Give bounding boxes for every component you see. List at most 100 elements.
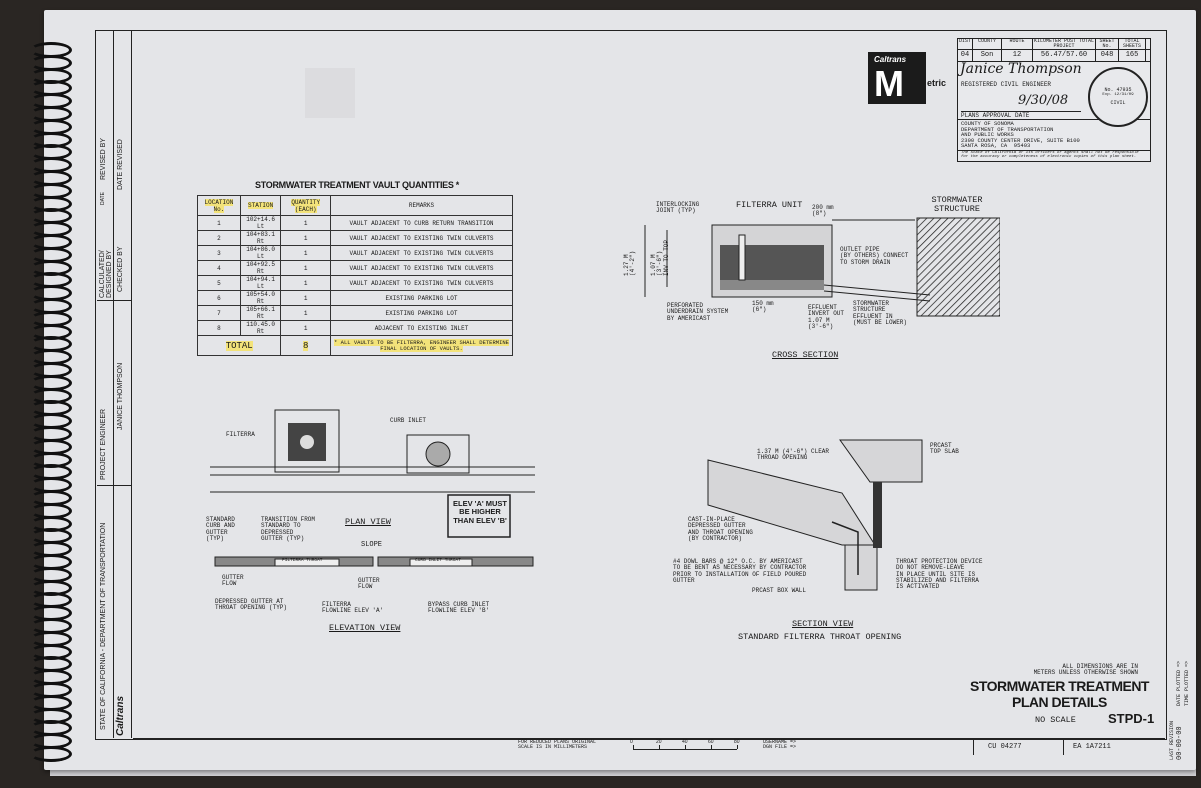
last-revision-date: 00-00-00 xyxy=(1176,726,1184,760)
column-header-text: STATION xyxy=(248,202,274,209)
caltrans-metric-logo: Caltrans M xyxy=(868,52,926,104)
throat-protection-label: THROAT PROTECTION DEVICE DO NOT REMOVE-L… xyxy=(896,558,983,591)
dowel-bars-label: #4 DOWL BARS @ 12" O.C. BY AMERICAST TO … xyxy=(673,558,807,584)
table-cell: 1 xyxy=(280,320,332,336)
logo-m-letter: M xyxy=(874,63,904,104)
table-cell: EXISTING PARKING LOT xyxy=(330,305,513,321)
total-label: TOTAL xyxy=(196,335,282,356)
table-cell: 105+66.1 Rt xyxy=(239,305,282,321)
table-cell: 104+83.1 Rt xyxy=(239,230,282,246)
engineer-signature: Janice Thompson xyxy=(960,61,1082,77)
ghost-logo xyxy=(305,68,355,118)
sheet-id: STPD-1 xyxy=(1108,711,1155,726)
table-cell: VAULT ADJACENT TO EXISTING TWIN CULVERTS xyxy=(330,230,513,246)
depressed-gutter-label: DEPRESSED GUTTER AT THROAT OPENING (TYP) xyxy=(215,598,288,612)
table-cell: 110.45.0 Rt xyxy=(239,320,282,336)
effluent-in-label: STORMWATER STRUCTURE EFFLUENT IN (MUST B… xyxy=(853,300,908,326)
table-cell: VAULT ADJACENT TO EXISTING TWIN CULVERTS xyxy=(330,260,513,276)
column-header: LOCATION No. xyxy=(197,195,241,216)
filterra-throat-label: FILTERRA THROAT xyxy=(282,558,323,563)
table-cell: 8 xyxy=(197,320,241,336)
elevation-view-title: ELEVATION VIEW xyxy=(329,623,401,633)
cross-section-title: CROSS SECTION xyxy=(772,350,839,360)
ruler-tick-label: 60 xyxy=(708,739,714,745)
address-line: AND PUBLIC WORKS xyxy=(961,131,1014,138)
dim-127-label: 1.27 M (4'-2") xyxy=(623,250,637,276)
logo-etric-text: etric xyxy=(927,78,947,88)
ruler-tick xyxy=(633,745,634,749)
filter-media xyxy=(720,245,824,280)
ruler-tick xyxy=(737,745,738,749)
ruler-tick-label: 40 xyxy=(682,739,688,745)
table-cell: 1 xyxy=(280,230,332,246)
address-line: 2300 COUNTY CENTER DRIVE, SUITE B100 xyxy=(961,136,1080,144)
section-view-title: SECTION VIEW xyxy=(792,619,854,629)
date-revised-label: DATE REVISED xyxy=(117,139,124,190)
engineer-label: REGISTERED CIVIL ENGINEER xyxy=(961,81,1052,88)
dimensions-note: ALL DIMENSIONS ARE IN METERS UNLESS OTHE… xyxy=(1033,663,1138,677)
table-cell: 1 xyxy=(280,275,332,291)
project-engineer-name: JANICE THOMPSON xyxy=(117,362,124,430)
table-cell: 1 xyxy=(197,215,241,231)
title-block-value: 04 xyxy=(958,50,973,61)
paper-stack-edge xyxy=(50,768,1196,776)
revised-by-label: REVISED BY xyxy=(100,137,107,180)
stormwater-structure-label: STORMWATER STRUCTURE xyxy=(931,195,983,214)
column-header: REMARKS xyxy=(330,195,513,216)
sheet-title-line1: STORMWATER TREATMENT xyxy=(970,678,1150,694)
title-block-value: Son xyxy=(973,50,1002,61)
total-value: 8 xyxy=(303,340,309,351)
title-block-value: 165 xyxy=(1119,50,1146,61)
date-plotted: DATE PLOTTED => xyxy=(1176,660,1182,706)
sheet-title-line2: PLAN DETAILS xyxy=(1012,694,1107,710)
table-cell: VAULT ADJACENT TO EXISTING TWIN CULVERTS xyxy=(330,245,513,261)
table-cell: 104+94.1 Lt xyxy=(239,275,282,291)
gutter-flow-label-1: GUTTER FLOW xyxy=(222,574,244,588)
sheet-border xyxy=(95,30,1167,740)
ruler-tick-label: 20 xyxy=(656,739,662,745)
table-cell: 1 xyxy=(280,260,332,276)
title-block-header: SHEET No. xyxy=(1096,39,1119,49)
table-cell: 2 xyxy=(197,230,241,246)
effluent-label: EFFLUENT INVERT OUT 1.07 M (3'-6") xyxy=(808,304,845,330)
table-cell: 102+14.6 Lt xyxy=(239,215,282,231)
checked-by-label: CHECKED BY xyxy=(117,246,124,292)
table-cell: 1 xyxy=(280,215,332,231)
cast-in-place-label: CAST-IN-PLACE DEPRESSED GUTTER AND THROA… xyxy=(688,516,753,542)
standard-curb-label: STANDARD CURB AND GUTTER (TYP) xyxy=(206,516,235,542)
table-cell: 1 xyxy=(280,305,332,321)
table-cell: 105+54.0 Rt xyxy=(239,290,282,306)
outlet-pipe-label: OUTLET PIPE (BY OTHERS) CONNECT TO STORM… xyxy=(840,246,909,266)
caltrans-logo: Caltrans xyxy=(115,695,126,736)
ruler-tick xyxy=(711,745,712,749)
dim-200-label: 200 mm (8") xyxy=(812,204,834,218)
table-cell: 1 xyxy=(280,245,332,261)
stamp-number: No. 47935 xyxy=(1104,87,1132,93)
calculated-label: CALCULATED/ DESIGNED BY xyxy=(99,250,113,298)
time-plotted: TIME PLOTTED => xyxy=(1184,660,1190,706)
section-view-drawing xyxy=(707,439,923,591)
bypass-elev-label: BYPASS CURB INLET FLOWLINE ELEV 'B' xyxy=(428,601,490,615)
bottom-strip: FOR REDUCED PLANS ORIGINAL SCALE IS IN M… xyxy=(133,738,1165,755)
clear-opening-label: 1.37 M (4'-6") CLEAR THROAD OPENING xyxy=(757,448,830,462)
address-line: DEPARTMENT OF TRANSPORTATION xyxy=(961,125,1054,133)
transition-label: TRANSITION FROM STANDARD TO DEPRESSED GU… xyxy=(261,516,316,542)
approval-date-label: PLANS APPROVAL DATE xyxy=(961,111,1081,119)
gutter-flow-label-2: GUTTER FLOW xyxy=(358,577,380,591)
table-cell: 7 xyxy=(197,305,241,321)
underdrain-label: PERFORATED UNDERDRAIN SYSTEM BY AMERICAS… xyxy=(667,302,729,322)
title-block-value: 56.47/57.60 xyxy=(1033,50,1096,61)
table-cell: 1 xyxy=(280,290,332,306)
cross-section-drawing xyxy=(644,217,1000,317)
curb-inlet-label: CURB INLET xyxy=(390,417,427,424)
interlocking-label: INTERLOCKING JOINT (TYP) xyxy=(656,201,700,215)
filterra-unit-label: FILTERRA UNIT xyxy=(736,200,803,210)
last-revision-label: LAST REVISION xyxy=(1169,720,1175,760)
ruler-tick xyxy=(685,745,686,749)
table-cell: ADJACENT TO EXISTING INLET xyxy=(330,320,513,336)
